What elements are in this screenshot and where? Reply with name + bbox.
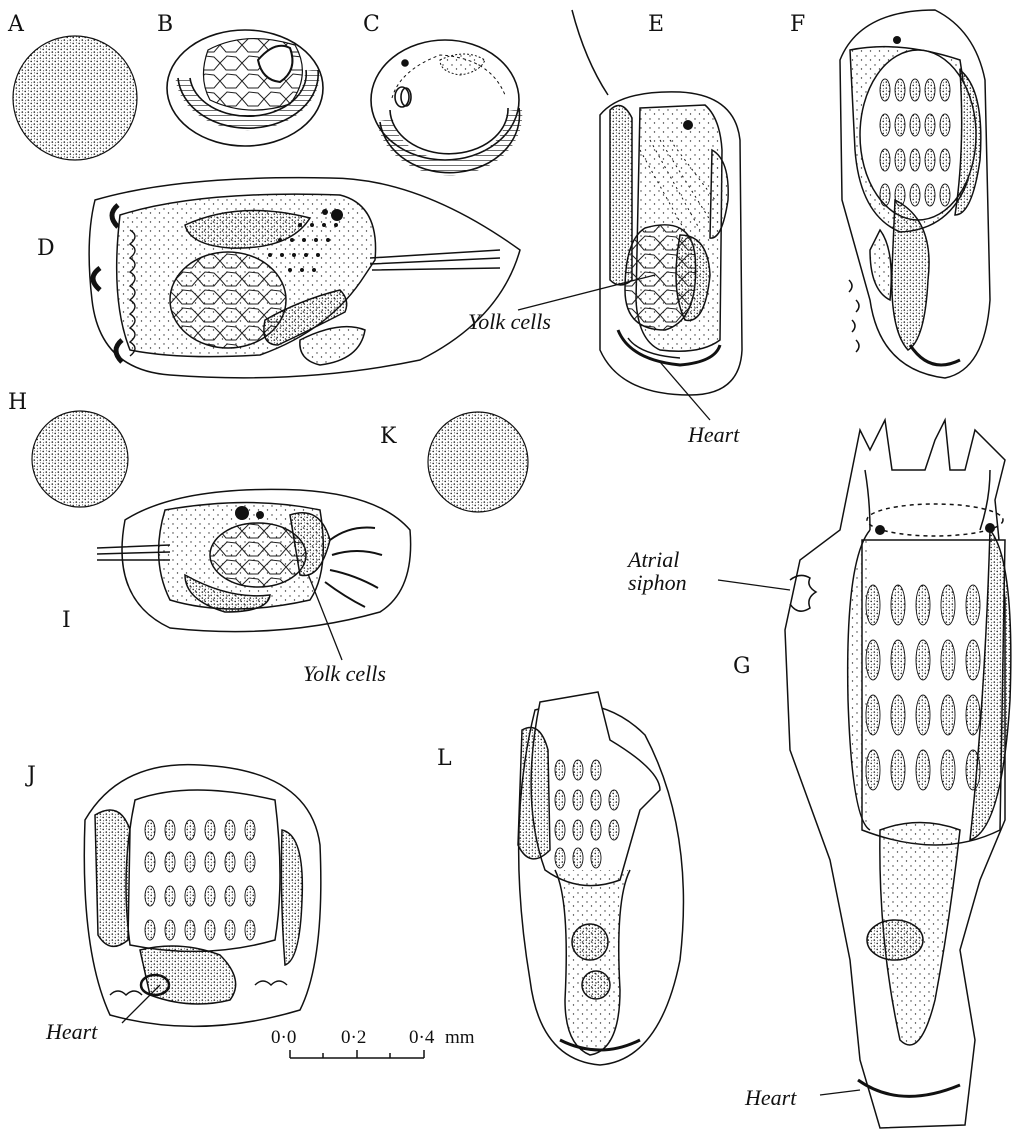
panel-l-larva [518, 692, 683, 1065]
scale-tick-1: 0·2 [341, 1027, 366, 1049]
panel-k-egg [428, 412, 528, 512]
callout-yolk-cells-i: Yolk cells [303, 662, 386, 685]
panel-label-l: L [437, 748, 452, 770]
panel-g-larva [718, 420, 1011, 1128]
panel-label-f: F [790, 14, 805, 36]
panel-f-larva [840, 10, 990, 378]
callout-heart-j: Heart [46, 1020, 97, 1043]
panel-b-embryo [167, 30, 323, 146]
panel-label-k: K [380, 426, 396, 448]
callout-yolk-cells-e: Yolk cells [468, 310, 551, 333]
panel-label-d: D [37, 238, 55, 260]
scale-tick-0: 0·0 [271, 1027, 296, 1049]
callout-heart-e: Heart [688, 423, 739, 446]
panel-label-j: J [27, 765, 36, 787]
scale-bar [290, 1050, 424, 1058]
panel-label-a: A [8, 14, 24, 36]
panel-label-c: C [363, 14, 380, 36]
panel-label-e: E [648, 14, 664, 36]
panel-d-larva [89, 178, 520, 378]
panel-label-h: H [8, 392, 27, 414]
callout-atrial-siphon-line1: Atrial [628, 548, 687, 571]
panel-c-embryo [371, 40, 520, 173]
panel-i-larva [97, 489, 411, 660]
panel-j-larva [84, 765, 321, 1027]
callout-atrial-siphon-line2: siphon [628, 571, 687, 594]
scale-tick-2: 0·4 [409, 1027, 434, 1049]
panel-label-b: B [157, 14, 173, 36]
panel-e-larva [518, 10, 742, 420]
panel-label-i: I [62, 610, 71, 632]
panel-label-g: G [733, 656, 751, 678]
callout-atrial-siphon: Atrial siphon [628, 548, 687, 594]
panel-h-egg [32, 411, 128, 507]
scale-unit: mm [445, 1027, 475, 1049]
callout-heart-g: Heart [745, 1086, 796, 1109]
panel-a-egg [13, 36, 137, 160]
